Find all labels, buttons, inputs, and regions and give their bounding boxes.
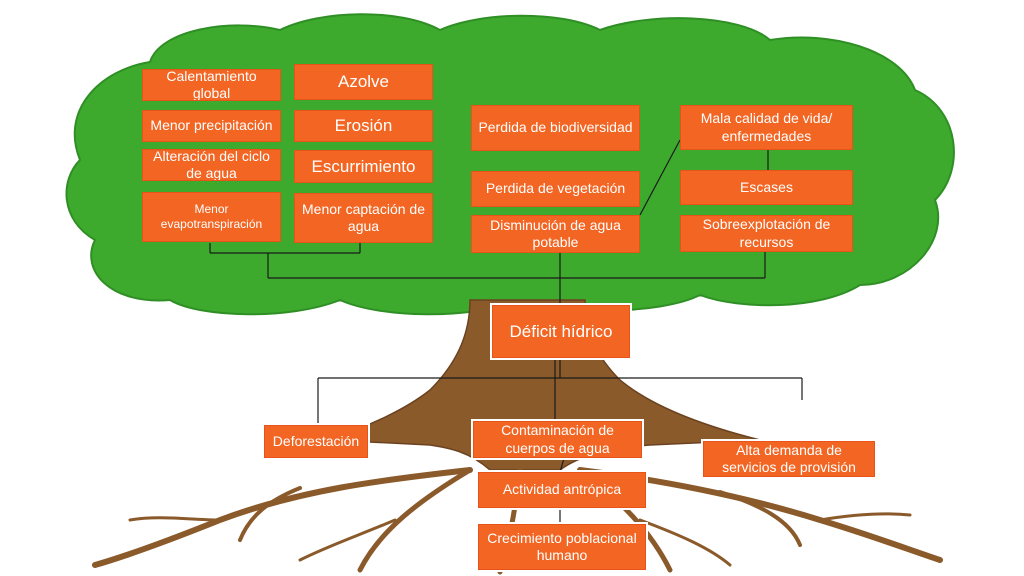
effect-erosion: Erosión (294, 110, 433, 142)
effect-perdida-vegetacion: Perdida de vegetación (471, 171, 640, 207)
cause-alta-demanda-servicios: Alta demanda de servicios de provisión (701, 439, 877, 479)
effect-escases: Escases (680, 170, 853, 205)
effect-escurrimiento: Escurrimiento (294, 150, 433, 183)
effect-calentamiento-global: Calentamiento global (142, 69, 281, 101)
effect-azolve: Azolve (294, 64, 433, 100)
cause-contaminacion-cuerpos-agua: Contaminación de cuerpos de agua (471, 419, 644, 460)
effect-perdida-biodiversidad: Perdida de biodiversidad (471, 105, 640, 151)
effect-mala-calidad-vida: Mala calidad de vida/ enfermedades (680, 105, 853, 150)
effect-menor-captacion-agua: Menor captación de agua (294, 193, 433, 243)
connector-lines (209, 139, 803, 524)
cause-deforestacion: Deforestación (262, 423, 370, 460)
cause-actividad-antropica: Actividad antrópica (476, 470, 648, 510)
effect-disminucion-agua-potable: Disminución de agua potable (471, 215, 640, 253)
effect-alteracion-ciclo-agua: Alteración del ciclo de agua (142, 149, 281, 181)
central-problem-deficit-hidrico: Déficit hídrico (490, 303, 632, 360)
effect-sobreexplotacion-recursos: Sobreexplotación de recursos (680, 215, 853, 252)
effect-menor-evapotranspiracion: Menor evapotranspiración (142, 192, 281, 242)
cause-crecimiento-poblacional: Crecimiento poblacional humano (476, 522, 648, 572)
effect-menor-precipitacion: Menor precipitación (142, 110, 281, 142)
